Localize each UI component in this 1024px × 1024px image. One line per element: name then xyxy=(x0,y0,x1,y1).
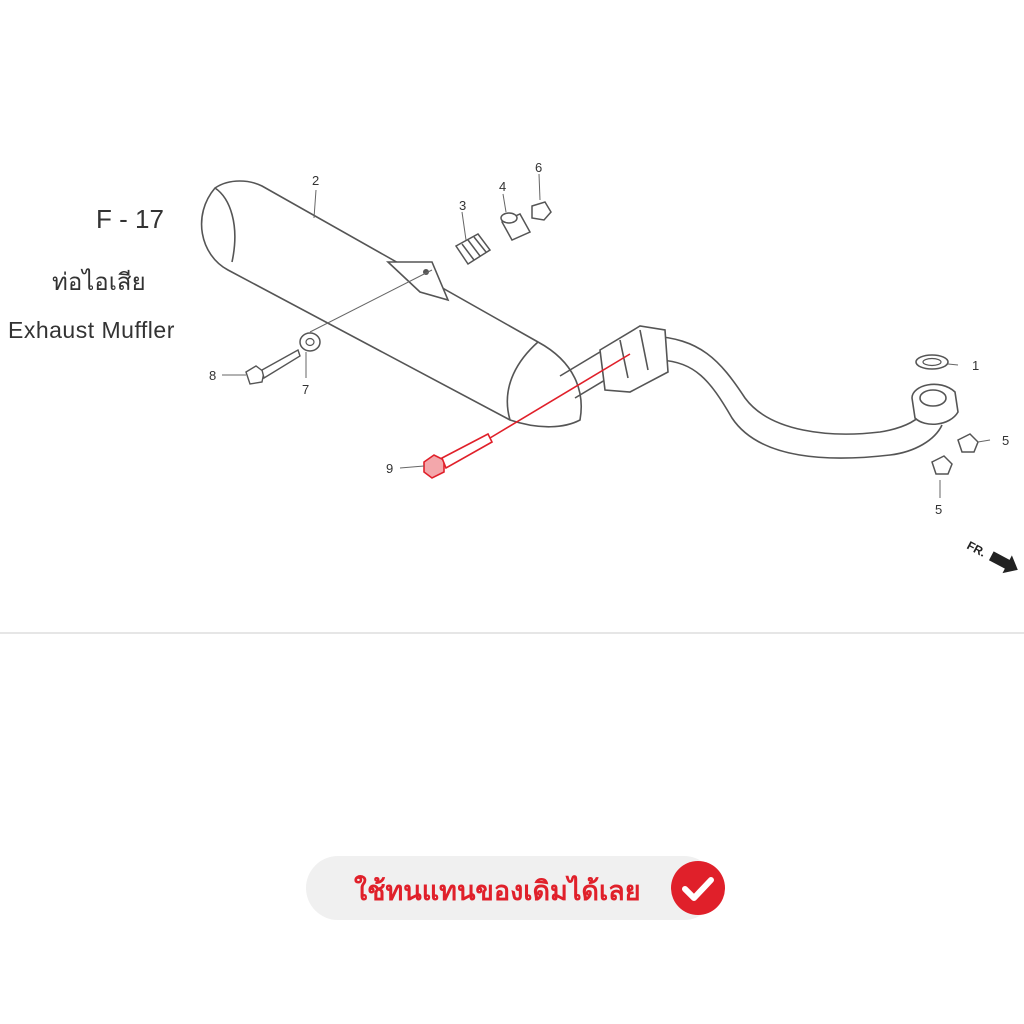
diagram-code: F - 17 xyxy=(96,204,164,234)
front-direction-indicator: FR. xyxy=(965,538,1018,574)
callout-1: 1 xyxy=(972,358,979,373)
callout-2: 2 xyxy=(312,173,319,188)
nut-part-6 xyxy=(531,201,552,221)
callout-8: 8 xyxy=(209,368,216,383)
section-divider xyxy=(0,632,1024,634)
bolt-part-8 xyxy=(245,348,301,385)
callout-3: 3 xyxy=(459,198,466,213)
callout-5-bottom: 5 xyxy=(935,502,942,517)
badge-text: ใช้ทนแทนของเดิมได้เลย xyxy=(354,876,641,907)
callout-6: 6 xyxy=(535,160,542,175)
gasket-part-1 xyxy=(915,354,949,370)
callout-7: 7 xyxy=(302,382,309,397)
leader-lines xyxy=(222,173,991,498)
front-label: FR. xyxy=(965,538,989,559)
damper-part-3 xyxy=(454,233,492,266)
diagram-title-english: Exhaust Muffler xyxy=(8,317,175,343)
check-circle-icon xyxy=(671,861,725,915)
exhaust-pipe xyxy=(559,325,959,459)
exhaust-parts-diagram: F - 17 ท่อไอเสีย Exhaust Muffler xyxy=(8,160,1018,574)
callout-9: 9 xyxy=(386,461,393,476)
diagram-title-thai: ท่อไอเสีย xyxy=(52,268,146,296)
compatibility-badge: ใช้ทนแทนของเดิมได้เลย xyxy=(306,856,725,920)
bolt-part-9-highlighted xyxy=(423,353,631,479)
front-arrow-icon xyxy=(988,551,1018,574)
muffler-body xyxy=(200,180,582,428)
callout-5-right: 5 xyxy=(1002,433,1009,448)
collar-part-4 xyxy=(500,212,532,241)
nut-part-5-right xyxy=(957,433,979,453)
callout-4: 4 xyxy=(499,179,506,194)
nut-part-5-bottom xyxy=(931,455,953,475)
washer-part-7 xyxy=(299,332,321,352)
